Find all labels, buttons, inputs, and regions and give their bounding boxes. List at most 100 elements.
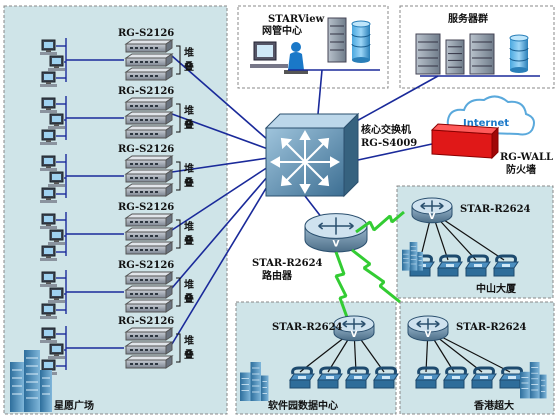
pc-icon — [48, 343, 65, 359]
ip-phone-icon — [289, 366, 315, 389]
switch-unit-icon — [124, 39, 174, 53]
server-farm-label: 服务器群 — [448, 12, 488, 25]
uplink-line — [171, 113, 269, 150]
stack-label-char: 堆 — [184, 46, 194, 59]
zhongshan-site: V — [402, 197, 519, 277]
switch-unit-icon — [124, 227, 174, 241]
branch-building-icon — [240, 362, 269, 401]
stack-label-char: 叠 — [184, 60, 194, 73]
hk-site: V — [407, 315, 547, 399]
stack-label-char: 叠 — [184, 348, 194, 361]
plaza-building-icon — [10, 350, 52, 412]
svg-text:V: V — [429, 212, 436, 222]
pc-icon — [40, 327, 57, 343]
stack-label-char: 堆 — [184, 334, 194, 347]
zhongshan-area-label: 中山大厦 — [476, 282, 517, 295]
switch-unit-icon — [124, 341, 174, 355]
switch-unit-icon — [124, 169, 174, 183]
stack-label-char: 叠 — [184, 176, 194, 189]
server-tower-icon — [445, 39, 465, 75]
stack-switch-model-label: RG-S2126 — [118, 260, 174, 271]
wireless-links — [334, 210, 405, 321]
main-router-shape: V — [304, 213, 368, 253]
pc-icon — [40, 187, 57, 203]
server-tower-icon — [469, 33, 495, 75]
branch-router-icon: V — [411, 197, 453, 224]
ip-phone-icon — [471, 366, 497, 389]
pc-icon — [40, 71, 57, 87]
branch-building-icon — [402, 242, 423, 271]
stack-label-char: 堆 — [184, 220, 194, 233]
ip-phone-icon — [345, 366, 371, 389]
ip-phone-icon — [373, 366, 399, 389]
server-tower-icon — [415, 33, 441, 75]
ip-phone-icon — [317, 366, 343, 389]
pc-icon — [48, 171, 65, 187]
server-uplink-line — [343, 75, 439, 129]
switch-unit-icon — [124, 299, 174, 313]
pc-icon — [40, 39, 57, 55]
switch-unit-icon — [124, 111, 174, 125]
branch-router-icon: V — [407, 315, 449, 342]
switch-unit-icon — [124, 67, 174, 81]
uplink-line — [171, 175, 269, 289]
pc-icon — [40, 271, 57, 287]
internet-label: Internet — [463, 118, 509, 129]
server-farm-icon — [415, 33, 529, 75]
svg-text:V: V — [425, 330, 432, 340]
nms-label-line1: STARView — [268, 14, 325, 25]
uplink-line — [171, 184, 269, 345]
wireless-link-hk — [351, 248, 401, 304]
router-uplink-line — [304, 195, 323, 219]
switch-unit-icon — [124, 355, 174, 369]
wireless-link-zhongshan — [355, 210, 405, 234]
switch-unit-icon — [124, 125, 174, 139]
ip-phone-icon — [415, 366, 441, 389]
nms-uplink-line — [317, 69, 323, 115]
switch-unit-icon — [124, 327, 174, 341]
hk-area-label: 香港超大 — [474, 399, 514, 412]
pc-icon — [40, 97, 57, 113]
nms-workstation-icon — [250, 41, 308, 74]
ip-phone-icon — [465, 254, 491, 277]
software-park-router-label: STAR-R2624 — [272, 322, 343, 333]
core-links — [171, 55, 487, 345]
core-label-line2: RG-S4009 — [361, 138, 417, 149]
switch-unit-icon — [124, 97, 174, 111]
pc-icon — [40, 213, 57, 229]
pc-icon — [40, 155, 57, 171]
stack-switch-model-label: RG-S2126 — [118, 144, 174, 155]
switch-unit-icon — [124, 183, 174, 197]
switch-unit-icon — [124, 213, 174, 227]
plaza-rows: RG-S2126堆叠RG-S2126堆叠RG-S2126堆叠RG-S2126堆叠… — [40, 28, 194, 375]
ip-phone-icon — [493, 254, 519, 277]
switch-unit-icon — [124, 53, 174, 67]
stack-switch-model-label: RG-S2126 — [118, 202, 174, 213]
firewall-icon — [430, 123, 500, 160]
stack-label-char: 叠 — [184, 292, 194, 305]
nms-server-icon — [327, 17, 347, 63]
switch-unit-icon — [124, 271, 174, 285]
pc-icon — [48, 287, 65, 303]
zhongshan-router-label: STAR-R2624 — [460, 204, 531, 215]
ip-phone-icon — [437, 254, 463, 277]
nms-storage-icon — [351, 20, 371, 63]
pc-icon — [48, 229, 65, 245]
svg-text:V: V — [333, 239, 340, 249]
stack-label-char: 堆 — [184, 278, 194, 291]
switch-unit-icon — [124, 285, 174, 299]
plaza-row: RG-S2126 堆叠 — [40, 260, 194, 319]
stack-label-char: 堆 — [184, 162, 194, 175]
uplink-line — [171, 157, 269, 173]
nms-label-line2: 网管中心 — [262, 24, 302, 37]
internet-cloud-icon: Internet — [446, 95, 535, 136]
branch-router-icon: V — [333, 315, 375, 342]
software-park-area-label: 软件园数据中心 — [268, 399, 338, 412]
core-switch-icon — [264, 112, 360, 198]
wireless-link-software-park — [334, 251, 350, 321]
svg-text:V: V — [351, 330, 358, 340]
